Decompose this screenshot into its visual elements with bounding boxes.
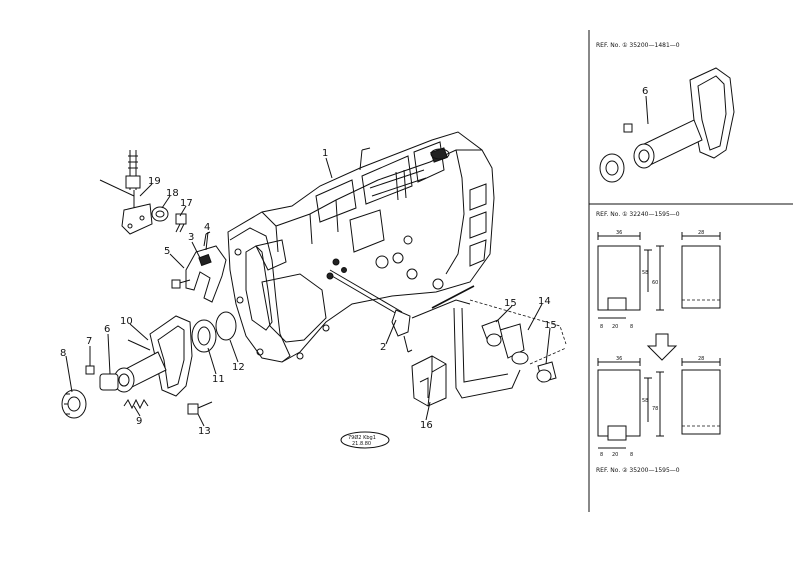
bolt-part-17 xyxy=(175,213,187,233)
stamp-line-1: 79Ø2 Kbg1 xyxy=(348,434,376,441)
callout-10: 10 xyxy=(120,316,133,327)
callout-12: 12 xyxy=(232,362,245,373)
transmission-housing xyxy=(227,131,495,363)
ref-label-3: REF. No. ② 35200—1595—0 xyxy=(596,467,680,474)
callout-8: 8 xyxy=(60,348,66,359)
ref1-part-number: 6 xyxy=(642,86,648,97)
callout-19: 19 xyxy=(148,176,161,187)
callout-9: 9 xyxy=(136,416,142,427)
callout-17: 17 xyxy=(180,198,193,209)
callout-18: 18 xyxy=(166,188,179,199)
callout-numbers: 1 2 3 4 5 6 7 8 9 10 11 12 13 14 15 15 1… xyxy=(60,148,557,437)
ref2-dim-bot-b: 20 xyxy=(612,324,618,330)
spring-part-9 xyxy=(123,398,149,410)
block-part-16 xyxy=(411,355,447,407)
switch-part-19 xyxy=(99,150,153,235)
shift-lever-14 xyxy=(453,299,567,399)
ref3-dim-side-a: 58 xyxy=(642,398,648,404)
reference-panel: REF. No. ① 35200—1481—0 6 REF. No. ① 322… xyxy=(588,30,793,512)
ref2-dim-bot-a: 8 xyxy=(600,324,603,330)
ref2-dim-top-b: 28 xyxy=(698,230,704,236)
callout-1: 1 xyxy=(322,148,328,159)
callout-7: 7 xyxy=(86,336,92,347)
cover-housing-10 xyxy=(113,315,193,397)
ref3-dim-bot-c: 8 xyxy=(630,452,633,458)
bolt-part-13 xyxy=(187,401,213,415)
oil-seal-11 xyxy=(191,319,217,353)
ref2-dim-side-a: 58 xyxy=(642,270,648,276)
arrow-down-icon xyxy=(646,333,678,361)
cap-part-18 xyxy=(151,206,169,222)
bushing-15-right xyxy=(536,361,557,383)
pin-part-7 xyxy=(85,360,95,375)
o-ring-12 xyxy=(215,311,237,341)
ref3-dim-bot-b: 20 xyxy=(612,452,618,458)
callout-11: 11 xyxy=(212,374,225,385)
bushing-15-left xyxy=(481,319,503,347)
ref2-dim-bot-c: 8 xyxy=(630,324,633,330)
ref-label-1: REF. No. ① 35200—1481—0 xyxy=(596,42,680,49)
ref2-dim-side-b: 60 xyxy=(652,280,658,286)
callout-14: 14 xyxy=(538,296,551,307)
ref3-dim-side-b: 78 xyxy=(652,406,658,412)
sleeve-part-6 xyxy=(99,373,119,391)
callout-3: 3 xyxy=(188,232,194,243)
shift-rod xyxy=(329,269,475,353)
bearing-ring-8 xyxy=(61,389,87,419)
ref3-dim-bot-a: 8 xyxy=(600,452,603,458)
stamp-line-2: 21.8.80 xyxy=(352,441,371,447)
leader-lines xyxy=(65,157,551,427)
stamp: 79Ø2 Kbg1 21.8.80 xyxy=(340,431,390,449)
ref2-block-drawing xyxy=(597,232,721,319)
callout-2: 2 xyxy=(380,342,386,353)
callout-4: 4 xyxy=(204,222,210,233)
callout-16: 16 xyxy=(420,420,433,431)
callout-15-right: 15 xyxy=(544,320,557,331)
callout-15-left: 15 xyxy=(504,298,517,309)
callout-6: 6 xyxy=(104,324,110,335)
ref-label-2: REF. No. ① 32240—1595—0 xyxy=(596,211,680,218)
ref2-dim-top-a: 36 xyxy=(616,230,622,236)
ref3-dim-top-b: 28 xyxy=(698,356,704,362)
ref3-dim-top-a: 36 xyxy=(616,356,622,362)
callout-5: 5 xyxy=(164,246,170,257)
shift-fork-3 xyxy=(171,231,227,303)
ref3-block-drawing xyxy=(597,358,721,449)
ref1-cover-drawing xyxy=(599,67,735,183)
callout-13: 13 xyxy=(198,426,211,437)
